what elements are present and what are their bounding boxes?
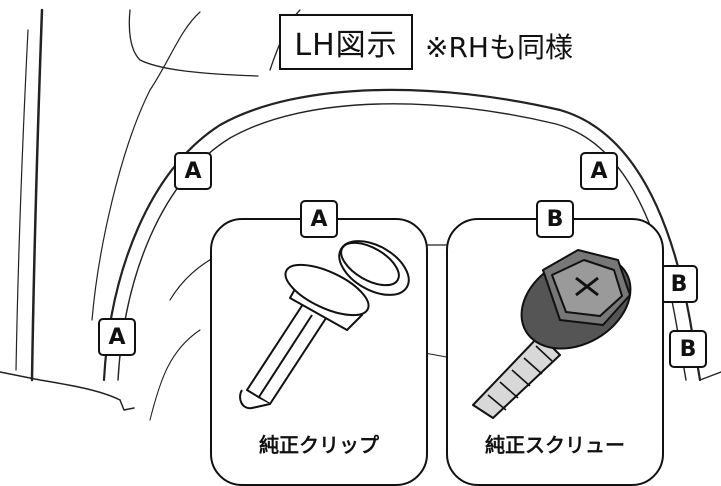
- clip-location-label: A: [98, 318, 136, 356]
- card-caption: 純正スクリュー: [485, 433, 625, 457]
- screw-location-label: B: [669, 330, 707, 368]
- symmetry-note: ※RHも同様: [425, 31, 573, 64]
- card-caption: 純正クリップ: [259, 433, 379, 457]
- view-label: LH図示: [294, 28, 398, 63]
- screw-card: B 純正スクリュー: [446, 200, 664, 486]
- clip-location-label: A: [174, 152, 212, 190]
- view-label-box: LH図示: [279, 14, 413, 70]
- card-label: A: [300, 200, 338, 238]
- clip-card: A 純正クリップ: [210, 200, 428, 486]
- card-label: B: [536, 200, 574, 238]
- clip-location-label: A: [580, 152, 618, 190]
- push-clip-icon: [239, 240, 410, 410]
- self-tapping-screw-icon: [472, 249, 632, 419]
